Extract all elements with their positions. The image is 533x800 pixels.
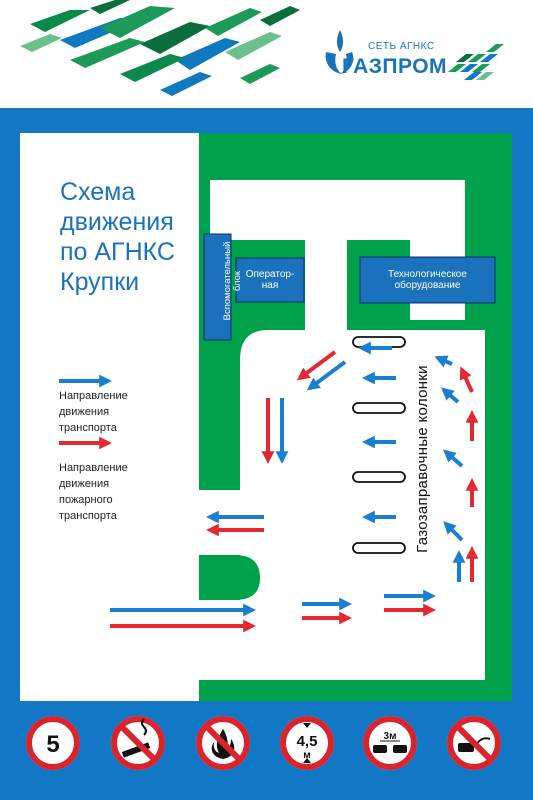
legend-fire-transport: Направление движения пожарного транспорт… bbox=[59, 460, 159, 524]
legend-line: движения bbox=[59, 478, 110, 490]
legend-line: транспорта bbox=[59, 422, 117, 434]
header-decoration bbox=[20, 0, 504, 96]
header: СЕТЬ АГНКС ГАЗПРОМ bbox=[0, 0, 533, 108]
no-towing-sign bbox=[446, 715, 502, 771]
building-label-line: оборудование bbox=[394, 280, 461, 291]
decor-stripes-left bbox=[20, 0, 300, 96]
scheme-title: Схема движения по АГНКС Крупки bbox=[60, 177, 200, 297]
legend-line: пожарного bbox=[59, 494, 113, 506]
car-icon bbox=[458, 743, 474, 752]
title-line: движения bbox=[60, 208, 174, 236]
height-limit-sign: 4,5 м bbox=[279, 715, 335, 771]
decor-stripes-right bbox=[448, 44, 504, 80]
traffic-arrows bbox=[110, 341, 479, 633]
title-line: по АГНКС bbox=[60, 238, 175, 266]
min-distance-sign: 3м bbox=[362, 715, 418, 771]
height-limit-unit: м bbox=[303, 750, 310, 761]
legend-line: движения bbox=[59, 406, 110, 418]
min-distance-value: 3м bbox=[384, 731, 397, 742]
legend-line: транспорта bbox=[59, 510, 117, 522]
technological-equipment-label: Технологическое оборудование bbox=[360, 257, 495, 303]
speed-limit-value: 5 bbox=[46, 731, 59, 758]
legend-line: Направление bbox=[59, 390, 128, 402]
gazprom-logo bbox=[325, 30, 354, 74]
building-label-line: ная bbox=[261, 280, 279, 291]
legend-transport: Направление движения транспорта bbox=[59, 388, 159, 436]
auxiliary-block bbox=[203, 233, 232, 341]
car-icon bbox=[373, 745, 387, 753]
car-icon bbox=[393, 745, 407, 753]
title-line: Схема bbox=[60, 178, 136, 206]
legend-line: Направление bbox=[59, 462, 128, 474]
title-line: Крупки bbox=[60, 268, 140, 296]
speed-limit-sign: 5 bbox=[25, 715, 81, 771]
height-limit-value: 4,5 bbox=[297, 733, 318, 750]
operator-room-label: Оператор- ная bbox=[236, 258, 304, 302]
no-smoking-sign bbox=[110, 715, 166, 771]
building-label-line: Оператор- bbox=[245, 269, 295, 280]
no-open-fire-sign bbox=[195, 715, 251, 771]
brand-main: ГАЗПРОМ bbox=[342, 55, 448, 78]
brand-small: СЕТЬ АГНКС bbox=[368, 41, 435, 52]
flame-icon bbox=[337, 30, 343, 52]
operator-room bbox=[235, 257, 305, 303]
building-label-line: Технологическое bbox=[388, 269, 467, 280]
technological-equipment bbox=[359, 256, 496, 304]
pumps-label: Газозаправочные колонки bbox=[414, 365, 431, 553]
